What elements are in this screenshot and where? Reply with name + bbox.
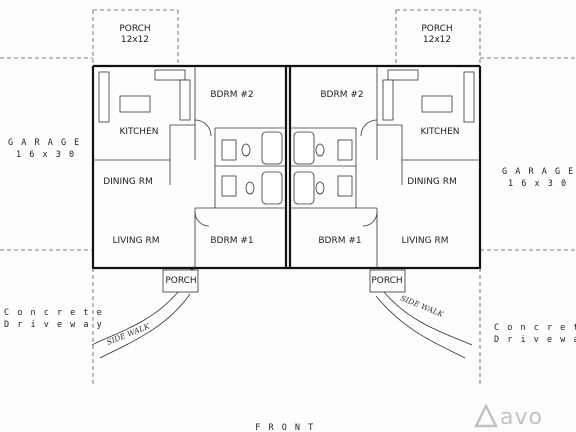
bath-fixtures [221,131,353,205]
avo-logo-text: avo [500,405,543,430]
concrete-right-label: C o n c r e t e [494,323,576,333]
front-porch-right-label: PORCH [371,276,402,286]
front-label: F R O N T [255,423,315,432]
interior-walls-left [93,66,286,268]
kitchen-left-label: KITCHEN [120,127,159,137]
dining-right-label: DINING RM [407,177,457,187]
driveway-right-label: D r i v e w a y [494,335,576,345]
driveways [92,268,481,385]
sidewalk-right-label: SIDE WALK [399,294,445,319]
kitchen-right-fixtures [382,69,475,123]
concrete-left-label: C o n c r e t e [4,308,103,318]
back-porch-left-size: 12x12 [121,35,149,45]
back-porch-right-size: 12x12 [423,35,451,45]
bdrm2-left-label: BDRM #2 [210,90,253,100]
sidewalk-left-label: SIDE WALK [105,321,151,346]
back-porch-left-label: PORCH [119,24,150,34]
avo-logo-mark-icon [473,403,499,428]
front-porch-left [162,269,199,293]
garage-left-size: 1 6 x 3 0 [16,150,76,160]
back-porch-right-label: PORCH [421,24,452,34]
kitchen-left-fixtures [98,69,191,123]
garage-right-size: 1 6 x 3 0 [508,179,568,189]
living-left-label: LIVING RM [112,236,159,246]
garage-left-label: G A R A G E [8,138,81,148]
garage-left-outline [0,57,93,251]
front-porch-left-label: PORCH [165,276,196,286]
sidewalks [91,291,473,359]
back-porch-left [92,9,179,66]
front-porch-right [369,269,406,293]
bdrm1-right-label: BDRM #1 [318,236,361,246]
garage-right-label: G A R A G E [502,167,575,177]
dining-left-label: DINING RM [103,177,153,187]
driveway-left-label: D r i v e w a y [4,320,103,330]
bdrm2-right-label: BDRM #2 [320,90,363,100]
door-swings [194,119,378,227]
bdrm1-left-label: BDRM #1 [210,236,253,246]
kitchen-right-label: KITCHEN [421,127,460,137]
avo-logo: avo [473,403,543,430]
garage-right-outline [480,57,576,251]
living-right-label: LIVING RM [401,236,448,246]
back-porch-right [395,9,481,66]
interior-walls-right [290,66,480,268]
